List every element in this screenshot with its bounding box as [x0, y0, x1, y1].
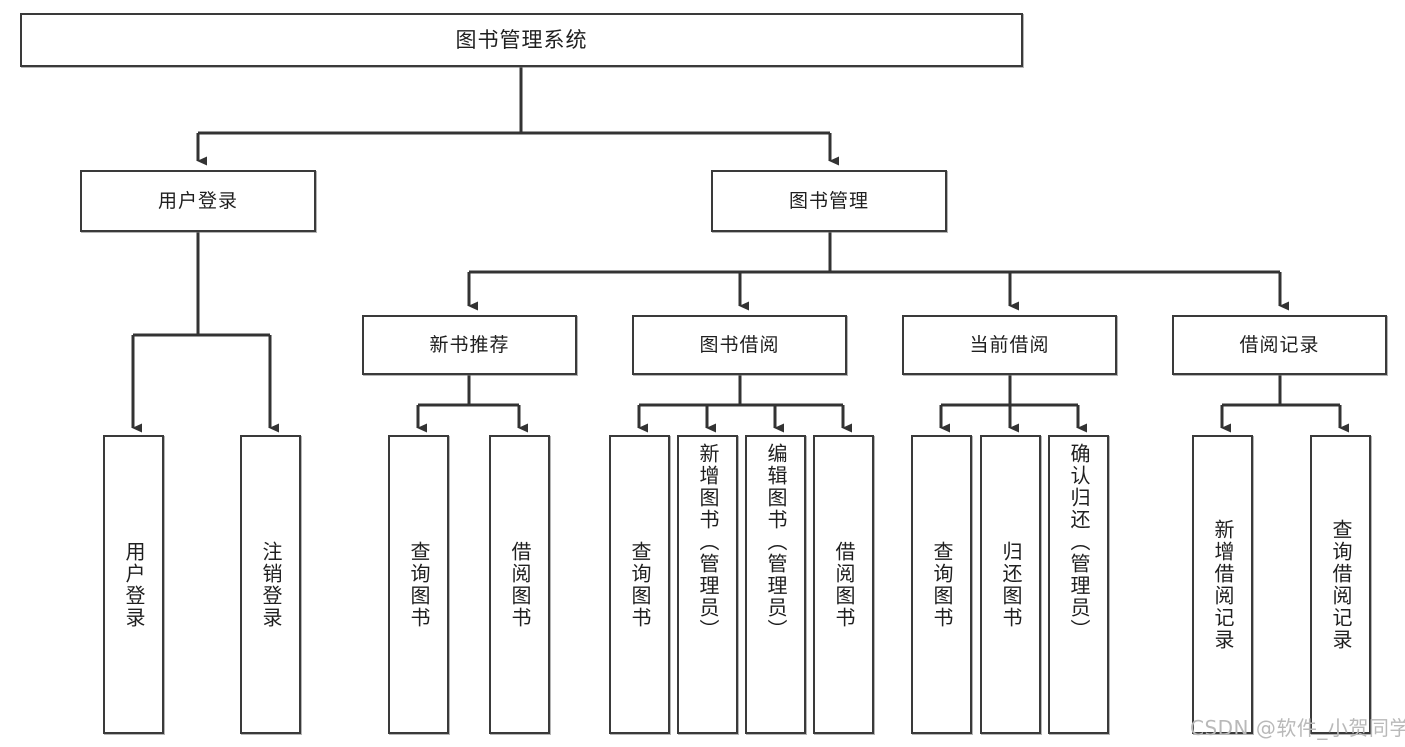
- node-label: 编辑图书（管理员）: [764, 443, 788, 641]
- node-label: 归还图书: [999, 540, 1023, 629]
- node-new-book-recommendation[interactable]: 新书推荐: [362, 315, 577, 375]
- leaf-borrow-add-book-admin[interactable]: 新增图书（管理员）: [677, 435, 738, 734]
- node-label: 当前借阅: [969, 333, 1050, 356]
- node-book-management[interactable]: 图书管理: [711, 170, 947, 232]
- leaf-current-query-books[interactable]: 查询图书: [911, 435, 972, 734]
- leaf-borrow-borrow-books[interactable]: 借阅图书: [813, 435, 874, 734]
- node-label: 新增借阅记录: [1211, 518, 1235, 651]
- node-label: 注销登录: [259, 540, 283, 629]
- leaf-borrow-query-books[interactable]: 查询图书: [609, 435, 670, 734]
- leaf-current-return-books[interactable]: 归还图书: [980, 435, 1041, 734]
- node-borrowing-record[interactable]: 借阅记录: [1172, 315, 1387, 375]
- node-label: 查询图书: [930, 540, 954, 629]
- node-label: 用户登录: [122, 540, 146, 629]
- leaf-user-login-login[interactable]: 用户登录: [103, 435, 164, 734]
- node-user-login[interactable]: 用户登录: [80, 170, 316, 232]
- leaf-new-book-borrow-books[interactable]: 借阅图书: [489, 435, 550, 734]
- node-label: 图书管理: [788, 189, 869, 212]
- node-label: 新增图书（管理员）: [696, 443, 720, 641]
- node-label: 确认归还（管理员）: [1067, 443, 1091, 641]
- leaf-borrow-edit-book-admin[interactable]: 编辑图书（管理员）: [745, 435, 806, 734]
- csdn-watermark: CSDN @软件_小贺同学: [1190, 716, 1405, 740]
- node-label: 借阅记录: [1239, 333, 1320, 356]
- node-label: 借阅图书: [832, 540, 856, 629]
- node-label: 图书管理系统: [455, 27, 588, 52]
- node-label: 查询图书: [407, 540, 431, 629]
- leaf-user-login-logout[interactable]: 注销登录: [240, 435, 301, 734]
- node-label: 用户登录: [157, 189, 238, 212]
- node-current-borrowing[interactable]: 当前借阅: [902, 315, 1117, 375]
- node-label: 图书借阅: [699, 333, 780, 356]
- node-label: 借阅图书: [508, 540, 532, 629]
- node-root-book-management-system[interactable]: 图书管理系统: [20, 13, 1023, 67]
- node-label: 查询图书: [628, 540, 652, 629]
- leaf-current-confirm-return-admin[interactable]: 确认归还（管理员）: [1048, 435, 1109, 734]
- leaf-new-book-query-books[interactable]: 查询图书: [388, 435, 449, 734]
- node-book-borrowing[interactable]: 图书借阅: [632, 315, 847, 375]
- node-label: 查询借阅记录: [1329, 518, 1353, 651]
- leaf-record-add-record[interactable]: 新增借阅记录: [1192, 435, 1253, 734]
- node-label: 新书推荐: [429, 333, 510, 356]
- leaf-record-query-record[interactable]: 查询借阅记录: [1310, 435, 1371, 734]
